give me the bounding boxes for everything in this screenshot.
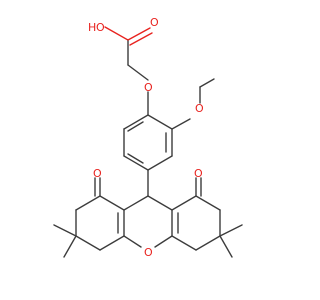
bond-c-o-double	[127, 27, 151, 41]
ring-bond	[123, 114, 149, 130]
left-ring-bond	[99, 195, 125, 211]
label-hydroxyl-h: H	[88, 21, 96, 34]
bond-c-o-double-2	[129, 32, 153, 46]
label-ether-o: O	[144, 81, 153, 94]
label-carbonyl-o: O	[150, 16, 159, 29]
xanthene-core	[53, 177, 243, 258]
left-ring-bond	[99, 235, 125, 251]
atom-labels: H O O O O O O O	[88, 16, 204, 259]
right-gem-methyl	[219, 235, 233, 258]
right-gem-methyl	[219, 224, 243, 237]
right-ring-bond	[195, 195, 221, 211]
label-ketone-right: O	[194, 167, 203, 180]
ring-bond	[147, 155, 173, 171]
ring-bond	[123, 155, 149, 171]
left-ring-bond	[75, 195, 101, 211]
molecule-structure: H O O O O O O O	[53, 16, 243, 259]
label-hydroxyl-o: O	[96, 21, 105, 34]
ring-double-bond	[127, 153, 144, 164]
bond-ch3	[199, 78, 215, 88]
benzene-ring	[123, 114, 173, 171]
left-gem-methyl	[53, 224, 77, 237]
bond-ch2-o	[127, 64, 149, 81]
label-methoxy-o: O	[195, 102, 204, 115]
core-bond-o	[154, 235, 173, 248]
core-bond	[123, 195, 149, 211]
core-bond-o	[123, 235, 142, 248]
molecule-canvas: H O O O O O O O	[53, 16, 243, 259]
right-ring-bond	[171, 235, 197, 251]
label-ketone-left: O	[93, 167, 102, 180]
acid-group	[104, 26, 153, 81]
right-ring-bond	[195, 235, 221, 251]
right-ring-bond	[171, 195, 197, 211]
ring-double-bond	[127, 121, 144, 132]
ring-bond	[147, 114, 173, 130]
core-bond	[147, 195, 173, 211]
left-gem-methyl	[63, 235, 77, 258]
left-ring-bond	[75, 235, 101, 251]
bond-ho-c	[104, 26, 129, 41]
label-ring-o: O	[144, 246, 153, 259]
methoxy-group	[171, 78, 215, 130]
bond-aryl-o	[171, 118, 191, 130]
